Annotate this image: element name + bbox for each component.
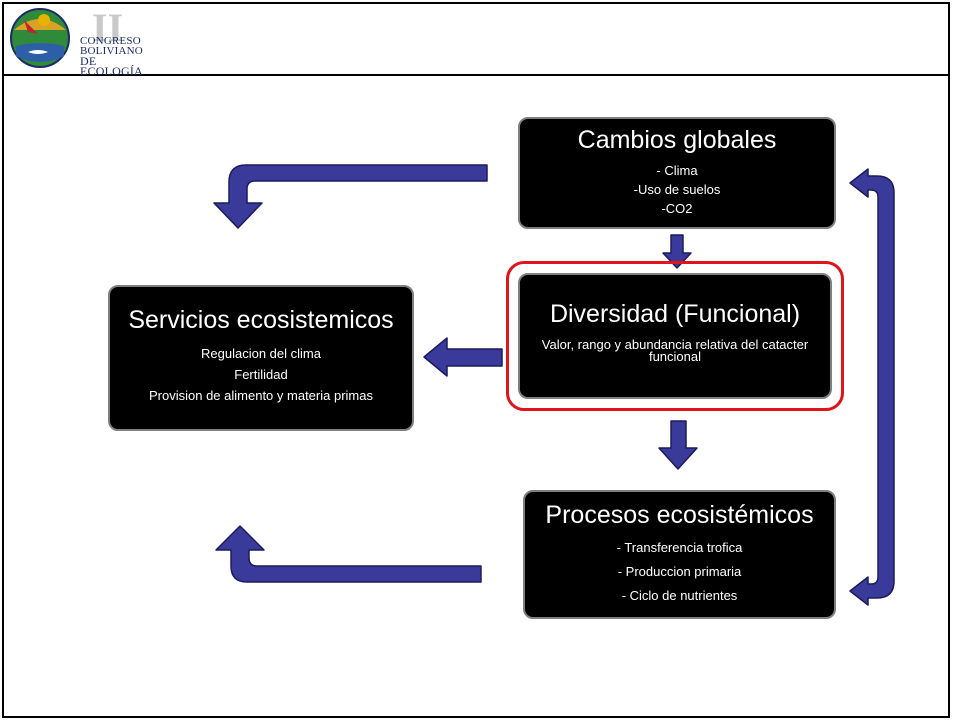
cambios-title: Cambios globales [577, 126, 777, 154]
logo-numeral: II [92, 5, 124, 50]
servicios-ecosistemicos-box: Servicios ecosistemicos Regulacion del c… [108, 285, 414, 431]
cambios-globales-box: Cambios globales - Clima -Uso de suelos … [518, 117, 836, 229]
cambios-item: - Clima [656, 163, 698, 178]
diversidad-description: Valor, rango y abundancia relativa del c… [541, 337, 809, 364]
logo-wordmark: CONGRESO BOLIVIANO DE ECOLOGÍA [80, 35, 158, 78]
procesos-ecosistemicos-box: Procesos ecosistémicos - Transferencia t… [523, 490, 836, 619]
arrow-diversidad-to-procesos [658, 420, 698, 470]
header-divider [2, 74, 950, 76]
logo-emblem-icon [10, 8, 70, 68]
diversidad-highlight-ring [506, 261, 844, 411]
procesos-item: - Ciclo de nutrientes [621, 588, 738, 603]
arrow-cambios-to-diversidad [662, 234, 692, 269]
servicios-item: Fertilidad [234, 367, 288, 382]
arrow-procesos-to-servicios [215, 525, 482, 583]
diversidad-title: Diversidad (Funcional) [549, 300, 801, 328]
servicios-title: Servicios ecosistemicos [128, 306, 394, 334]
arrow-diversidad-to-servicios [423, 337, 503, 377]
cambios-item: -Uso de suelos [633, 182, 721, 197]
servicios-item: Regulacion del clima [201, 346, 321, 361]
diversidad-box: Diversidad (Funcional) Valor, rango y ab… [518, 273, 832, 399]
procesos-item: - Transferencia trofica [616, 540, 743, 555]
arrow-feedback-loop [849, 168, 895, 606]
procesos-title: Procesos ecosistémicos [545, 501, 814, 529]
logo-line: CONGRESO [80, 35, 141, 47]
logo-line: DE ECOLOGÍA [80, 54, 143, 78]
logo-line: BOLIVIANO [80, 45, 143, 57]
congreso-logo: II CONGRESO BOLIVIANO DE ECOLOGÍA [8, 5, 158, 77]
cambios-item: -CO2 [661, 201, 693, 216]
servicios-item: Provision de alimento y materia primas [149, 388, 373, 403]
arrow-cambios-to-servicios [213, 164, 488, 229]
procesos-item: - Produccion primaria [617, 564, 742, 579]
